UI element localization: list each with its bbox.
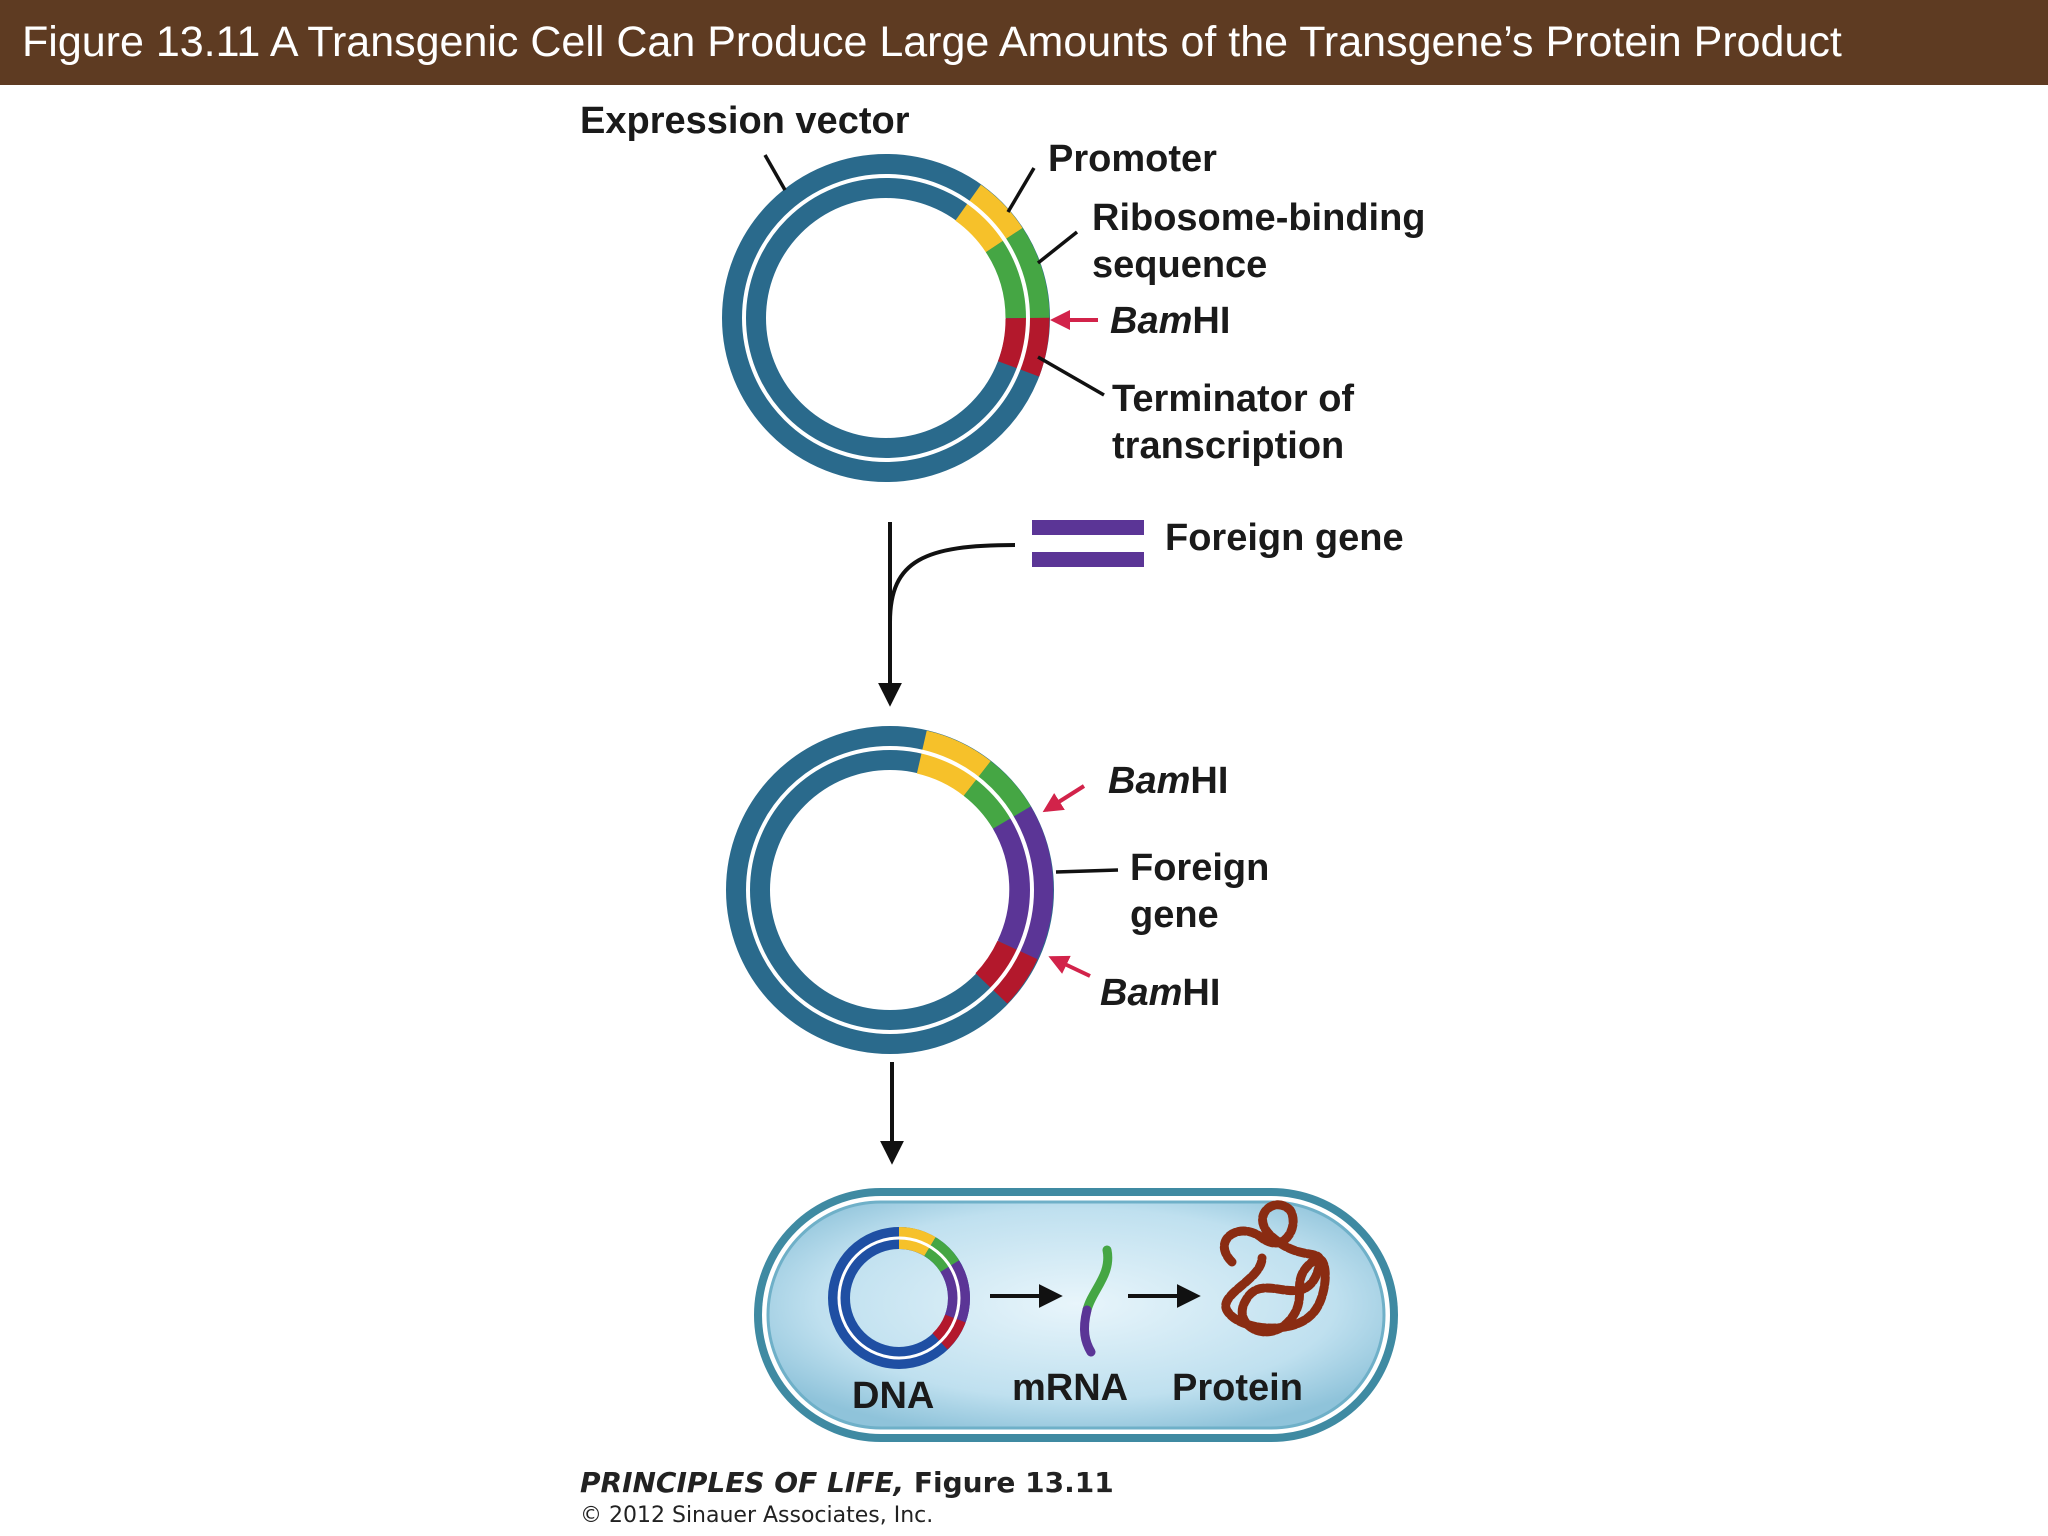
mrna-strand [1079, 1245, 1113, 1357]
dna-label: DNA [852, 1375, 934, 1417]
recombinant-plasmid [726, 726, 1054, 1054]
bamhi-arrow-lower [1048, 955, 1091, 978]
foreign-label-line1: Foreign [1130, 847, 1269, 889]
figure-title: Figure 13.11 A Transgenic Cell Can Produ… [22, 18, 1842, 66]
terminator-label-line1: Terminator of [1112, 378, 1354, 420]
foreign-label-line2: gene [1130, 894, 1219, 936]
credit-book-title: PRINCIPLES OF LIFE, [580, 1466, 905, 1499]
figure-credit: PRINCIPLES OF LIFE, Figure 13.11 [580, 1466, 1114, 1499]
terminator-leader [1037, 355, 1105, 397]
insertion-curve [888, 543, 1016, 623]
bamhi-label-top: BamHI [1110, 300, 1230, 342]
terminator-label-line2: transcription [1112, 425, 1344, 467]
title-bar: Figure 13.11 A Transgenic Cell Can Produ… [0, 0, 2048, 85]
copyright-line: © 2012 Sinauer Associates, Inc. [580, 1503, 934, 1528]
expression-vector-leader [763, 154, 787, 191]
rbs-leader [1036, 230, 1079, 265]
protein-label: Protein [1172, 1367, 1303, 1409]
rbs-label-line2: sequence [1092, 244, 1267, 286]
foreign-gene-fragment [1032, 520, 1144, 567]
expression-vector-plasmid [722, 154, 1050, 482]
cell-plasmid [828, 1226, 970, 1369]
bamhi-label-lower: BamHI [1100, 972, 1220, 1014]
foreign-gene-leader [1055, 868, 1119, 874]
promoter-label: Promoter [1048, 138, 1217, 180]
mrna-label: mRNA [1012, 1367, 1128, 1409]
expression-vector-label: Expression vector [580, 100, 910, 142]
promoter-leader [1006, 167, 1036, 213]
protein-chain [1220, 1200, 1330, 1337]
bamhi-label-upper: BamHI [1108, 760, 1228, 802]
bamhi-arrow-upper [1042, 784, 1086, 813]
recombinant-strand-gap [746, 746, 1034, 1034]
vector-strand-gap [742, 174, 1030, 462]
foreign-gene-label: Foreign gene [1165, 517, 1404, 559]
promoter-segment [916, 730, 991, 797]
credit-figure-number: Figure 13.11 [913, 1466, 1114, 1499]
rbs-label-line1: Ribosome-binding [1092, 197, 1426, 239]
